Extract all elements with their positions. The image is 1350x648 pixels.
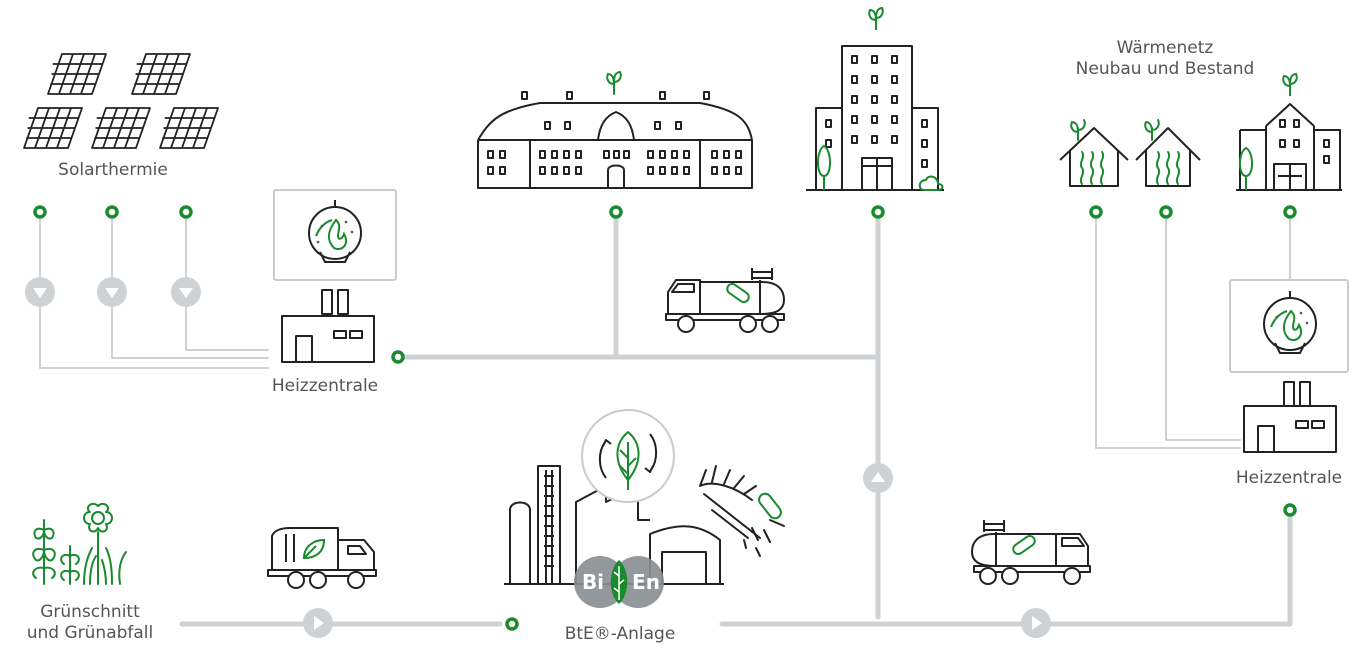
shredder-icon bbox=[699, 465, 785, 557]
label-gruenschnitt: Grünschnitt und Grünabfall bbox=[0, 602, 180, 644]
solar-panel-icon bbox=[23, 53, 219, 149]
node bbox=[505, 617, 519, 631]
label-bte-anlage: BtE®-Anlage bbox=[564, 624, 676, 644]
node bbox=[871, 205, 885, 219]
arrow-down-icon bbox=[97, 277, 127, 307]
node bbox=[1159, 205, 1173, 219]
flow-arrows bbox=[25, 277, 1051, 638]
biomass-icon bbox=[308, 200, 362, 263]
house-icon bbox=[1059, 127, 1129, 187]
biomass-boiler-tile bbox=[1229, 279, 1349, 373]
pipe-network bbox=[39, 211, 1293, 627]
arrow-right-icon bbox=[303, 608, 333, 638]
arrow-right-icon bbox=[1021, 608, 1051, 638]
tanker-truck-icon bbox=[665, 268, 785, 333]
label-heizzentrale-right: Heizzentrale bbox=[1235, 468, 1343, 488]
tree-icon bbox=[1239, 72, 1298, 190]
office-tower-icon bbox=[806, 45, 944, 191]
pellet-icon bbox=[726, 282, 750, 304]
recycle-leaf-tile bbox=[581, 409, 675, 503]
bottom-pipe-right bbox=[719, 509, 1293, 627]
node bbox=[179, 205, 193, 219]
pellet-icon bbox=[758, 492, 782, 520]
node bbox=[391, 350, 405, 364]
connection-nodes bbox=[33, 205, 1297, 631]
biomass-icon bbox=[1263, 291, 1317, 354]
house-icon bbox=[1135, 127, 1201, 187]
label-waermenetz-line2: Neubau und Bestand bbox=[1075, 59, 1255, 79]
school-building-icon bbox=[1236, 103, 1342, 191]
plants-icon bbox=[32, 502, 127, 585]
label-gruenschnitt-line2: und Grünabfall bbox=[26, 623, 154, 643]
bien-logo: Bi En bbox=[574, 556, 664, 608]
label-gruenschnitt-line1: Grünschnitt bbox=[40, 602, 140, 622]
arrow-down-icon bbox=[171, 277, 201, 307]
node bbox=[1283, 205, 1297, 219]
label-heizzentrale-left: Heizzentrale bbox=[271, 376, 379, 396]
castle-building-icon bbox=[477, 91, 753, 189]
node bbox=[33, 205, 47, 219]
tanker-truck-icon bbox=[971, 520, 1091, 585]
leaf-cycle-icon bbox=[598, 431, 658, 490]
logo-text-left: Bi bbox=[582, 570, 604, 594]
arrow-up-icon bbox=[863, 463, 893, 493]
logo-text-right: En bbox=[632, 570, 660, 594]
label-solarthermie: Solarthermie bbox=[58, 160, 168, 180]
solar-pipe-3 bbox=[185, 211, 269, 351]
network-pipe-1 bbox=[1095, 213, 1241, 449]
pellet-icon bbox=[1012, 534, 1036, 556]
network-pipe-2 bbox=[1165, 213, 1241, 441]
node bbox=[1089, 205, 1103, 219]
arrow-down-icon bbox=[25, 277, 55, 307]
garbage-truck-icon bbox=[267, 527, 377, 589]
sprout-icon bbox=[606, 70, 622, 95]
heat-waves-icon bbox=[1070, 119, 1181, 185]
leaf-icon bbox=[302, 538, 326, 560]
label-waermenetz-line1: Wärmenetz bbox=[1116, 38, 1214, 58]
node bbox=[609, 205, 623, 219]
solar-pipe-2 bbox=[111, 211, 269, 359]
solar-pipe-1 bbox=[39, 211, 269, 369]
tree-icon bbox=[817, 6, 944, 191]
node bbox=[105, 205, 119, 219]
factory-icon bbox=[1243, 381, 1337, 453]
label-waermenetz: Wärmenetz Neubau und Bestand bbox=[1040, 38, 1290, 80]
biomass-boiler-tile bbox=[273, 189, 397, 281]
node bbox=[1283, 503, 1297, 517]
factory-icon bbox=[281, 289, 375, 363]
